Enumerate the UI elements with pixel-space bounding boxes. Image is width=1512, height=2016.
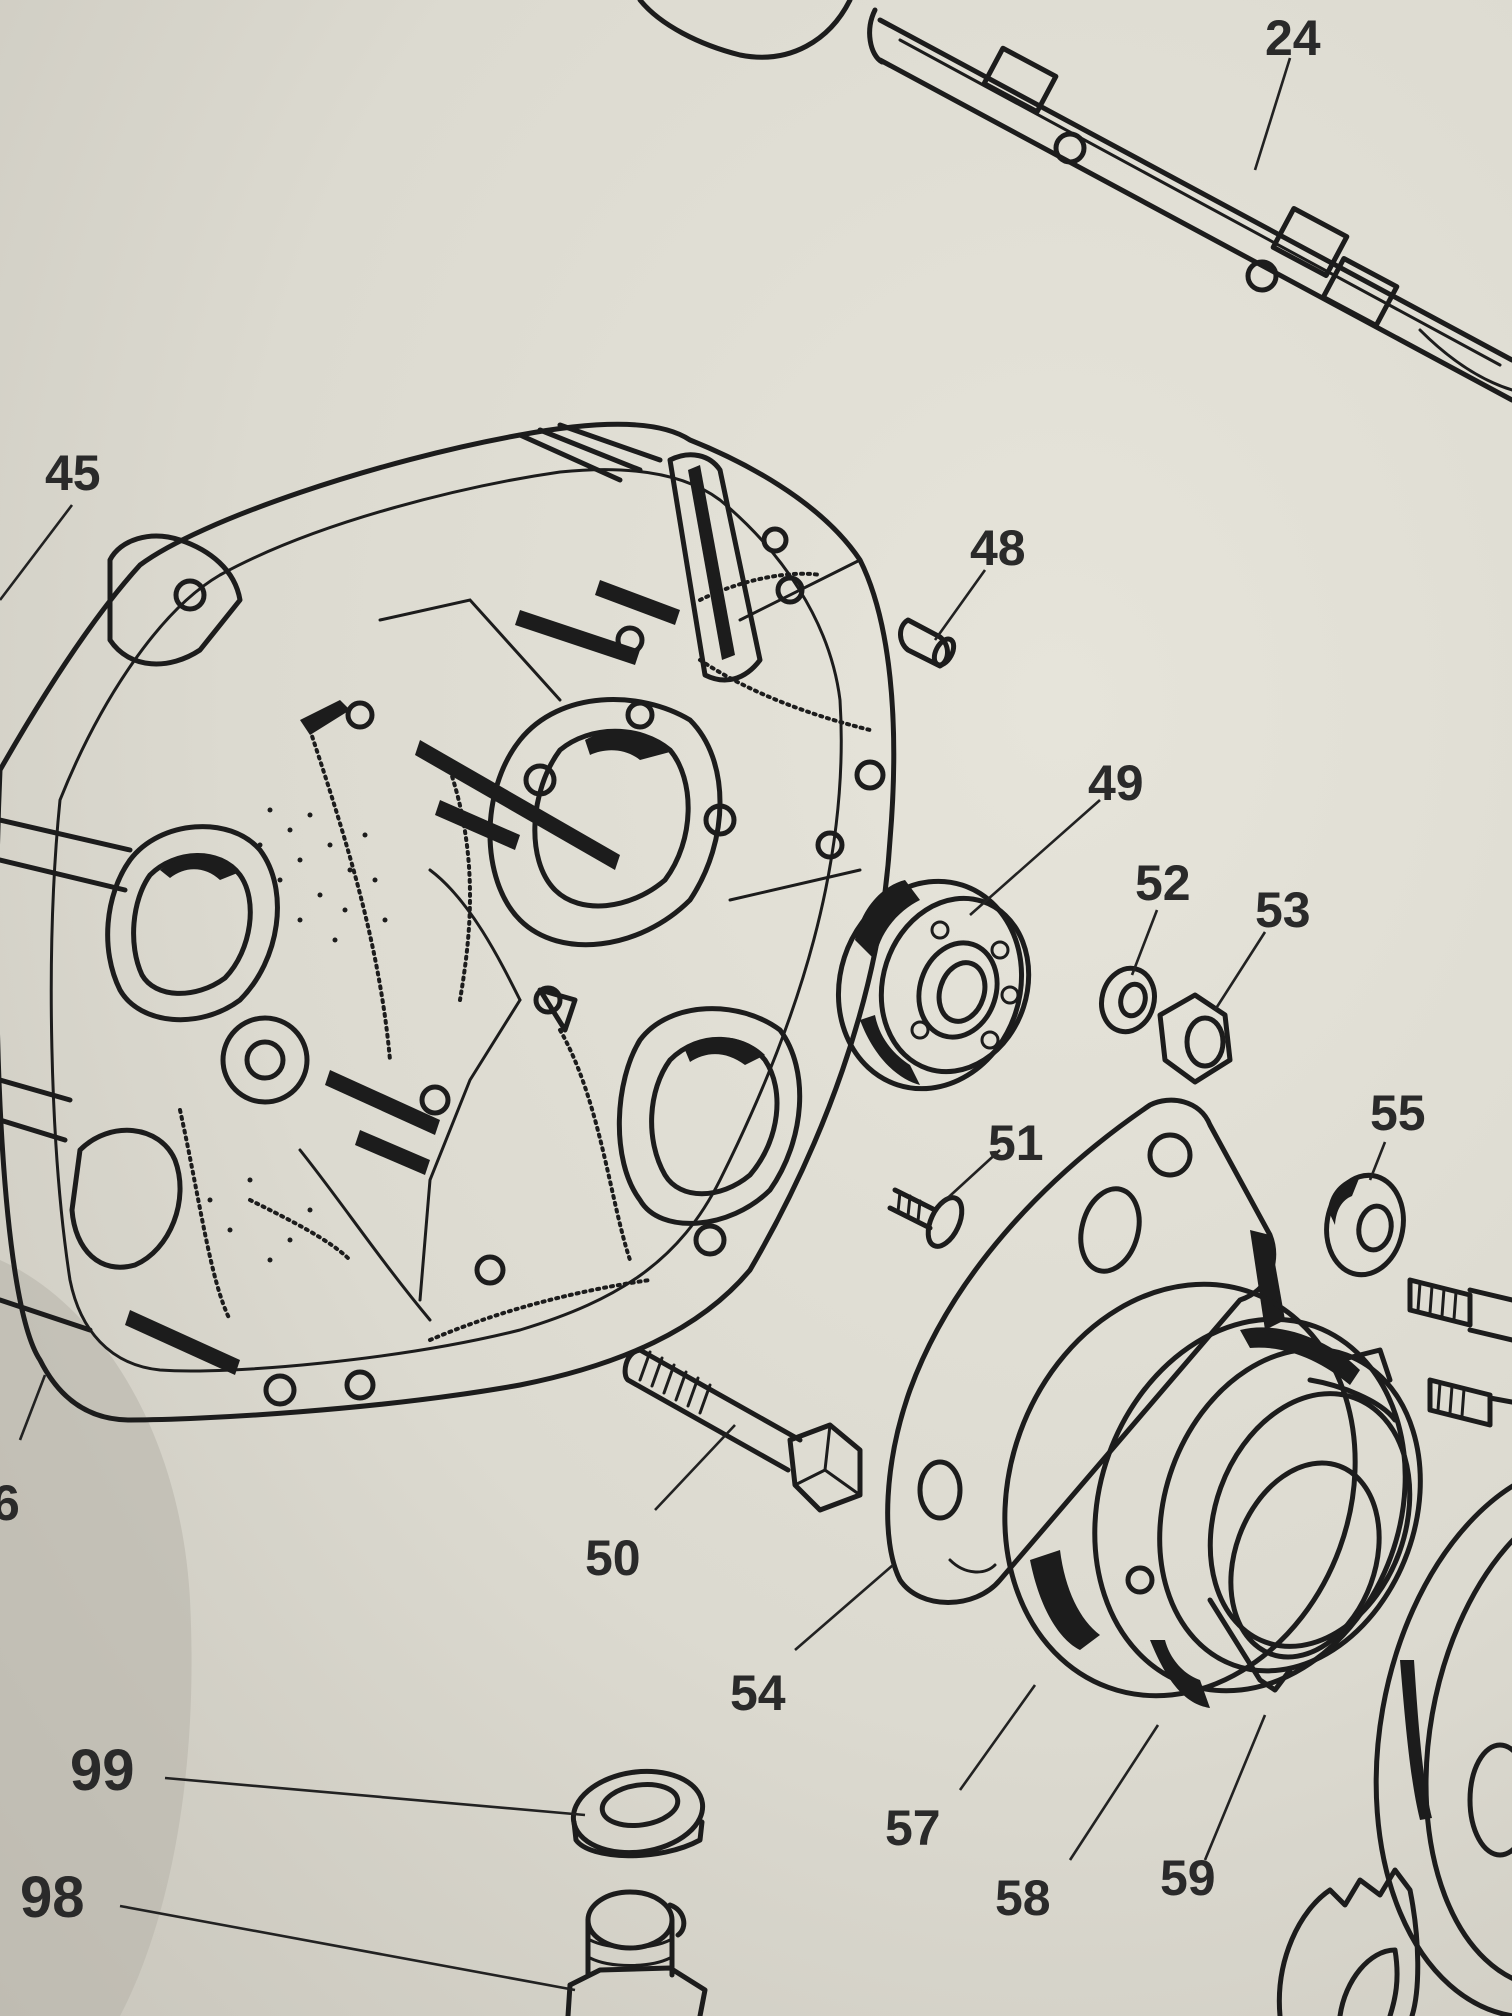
part-53-nut	[1157, 992, 1233, 1085]
part-51-screw	[887, 1187, 965, 1249]
part-right-disc	[1373, 1459, 1512, 2016]
callout-53: 53	[1255, 882, 1311, 938]
callout-45: 45	[45, 445, 101, 501]
callout-24: 24	[1265, 10, 1321, 66]
stipple-texture	[207, 807, 388, 1263]
callout-50: 50	[585, 1530, 641, 1586]
part-24-shaft	[637, 0, 1512, 403]
callout-57: 57	[885, 1800, 941, 1856]
part-49-bearing	[835, 878, 1032, 1092]
shadow	[0, 1260, 192, 2016]
part-gear-fragment	[1276, 1867, 1421, 2016]
callout-49: 49	[1088, 755, 1144, 811]
part-57-58-59-assembly	[1002, 1281, 1423, 1708]
part-50-bolt	[622, 1347, 863, 1513]
callout-51: 51	[988, 1115, 1044, 1171]
callout-59: 59	[1160, 1850, 1216, 1906]
callout-99: 99	[70, 1738, 135, 1803]
part-45-housing	[0, 421, 897, 1423]
part-48-dowel	[898, 617, 957, 669]
part-52-washer	[1099, 965, 1157, 1035]
part-55-spacer	[1324, 1172, 1512, 1428]
part-98-plug	[565, 1889, 708, 2016]
leader-lines	[0, 57, 1387, 1992]
callout-46: 6	[0, 1475, 20, 1531]
part-99-seal	[570, 1768, 706, 1859]
callout-48: 48	[970, 520, 1026, 576]
callout-58: 58	[995, 1870, 1051, 1926]
callout-52: 52	[1135, 855, 1191, 911]
part-54-plate	[885, 1097, 1285, 1605]
callout-labels: 24 45 6 48 49 50 51 52 53 54 55 57 58 59…	[0, 10, 1426, 1930]
callout-55: 55	[1370, 1085, 1426, 1141]
callout-54: 54	[730, 1665, 786, 1721]
callout-98: 98	[20, 1865, 85, 1930]
